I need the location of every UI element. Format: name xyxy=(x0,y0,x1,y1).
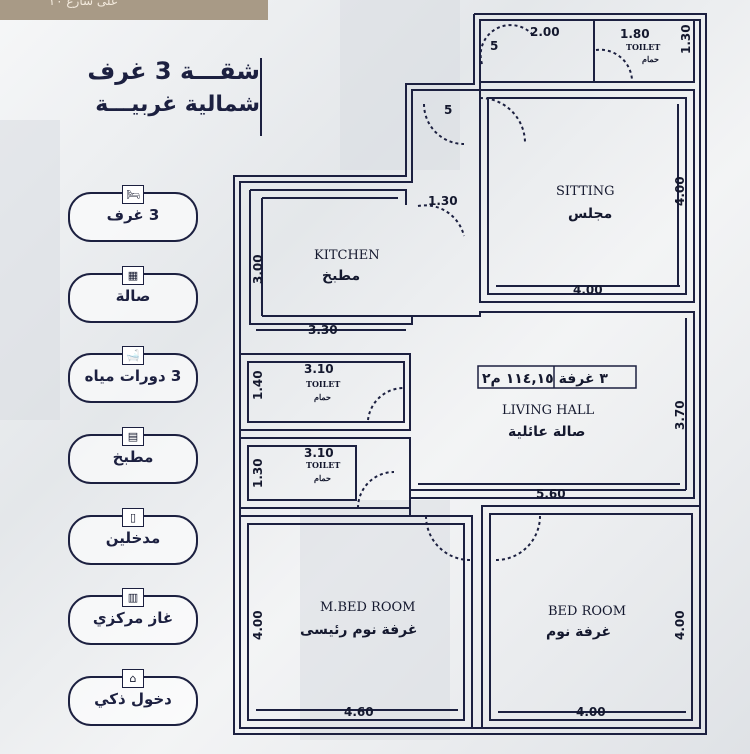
dim-top-corridor: 2.00 xyxy=(530,25,560,39)
living-hall-en: LIVING HALL xyxy=(502,403,595,418)
bathtub-icon: 🛁 xyxy=(122,346,144,365)
top-toilet-walls xyxy=(479,19,695,83)
feature-label: غاز مركزي xyxy=(92,609,174,627)
feature-label: دخول ذكي xyxy=(94,690,172,708)
door-swing xyxy=(417,204,465,237)
master-bedroom-walls xyxy=(239,515,473,729)
gas-cylinder-icon: ▥ xyxy=(122,588,144,607)
dim-bed-width: 4.00 xyxy=(576,705,606,719)
title-line-1: شقـــة 3 غرف xyxy=(87,57,260,85)
title-line-2: شمالية غربيـــة xyxy=(95,92,260,117)
top-tag: على شارع ٢٠ xyxy=(0,0,268,20)
feature-label: 3 دورات مياه xyxy=(84,367,182,385)
feature-bathrooms: 🛁 3 دورات مياه xyxy=(68,346,198,403)
sitting-room-walls xyxy=(479,89,695,303)
feature-label: مدخلين xyxy=(105,529,161,547)
title-divider xyxy=(260,58,262,136)
living-hall-walls xyxy=(409,311,695,516)
mbed-room-ar: غرفة نوم رئيسى xyxy=(300,622,417,638)
feature-label: 3 غرف xyxy=(106,206,160,224)
door-swing xyxy=(595,48,633,81)
dim-kitchen-height: 3.00 xyxy=(251,254,265,284)
door-swing xyxy=(357,471,395,509)
toilet-lower-walls xyxy=(239,437,411,509)
area-tag-box xyxy=(477,365,637,389)
kitchen-en: KITCHEN xyxy=(314,248,380,263)
dim-living-height: 3.70 xyxy=(673,400,687,430)
dim-corridor: 1.30 xyxy=(428,194,458,208)
door-swing xyxy=(423,103,465,145)
bed-icon: 🛏 xyxy=(122,185,144,204)
feature-kitchen: ▤ مطبخ xyxy=(68,427,198,484)
feature-label: مطبخ xyxy=(112,448,154,466)
toilet-mid-ar: حمام xyxy=(314,392,331,403)
door-swing xyxy=(479,97,526,144)
dim-toilet-top-width: 1.80 xyxy=(620,27,650,41)
feature-hall: ▦ صالة xyxy=(68,266,198,323)
bedroom-walls xyxy=(481,505,701,729)
toilet-top-ar: حمام xyxy=(642,54,659,65)
area-tag: ٣ غرفة ١١٤,١٥ م٢ xyxy=(482,371,608,387)
toilet-low-en: TOILET xyxy=(306,460,340,470)
feature-rooms: 🛏 3 غرف xyxy=(68,185,198,242)
kitchen-icon: ▤ xyxy=(122,427,144,446)
dim-mbed-height: 4.00 xyxy=(251,610,265,640)
page-title: شقـــة 3 غرف شمالية غربيـــة xyxy=(30,56,260,120)
dim-living-width: 5.60 xyxy=(536,487,566,501)
door-swing xyxy=(479,24,533,65)
dim-sitting-height: 4.00 xyxy=(673,176,687,206)
toilet-low-ar: حمام xyxy=(314,473,331,484)
sofa-icon: ▦ xyxy=(122,266,144,285)
bed-room-en: BED ROOM xyxy=(548,604,626,619)
mbed-room-en: M.BED ROOM xyxy=(320,600,415,615)
background-building xyxy=(0,120,60,420)
smart-lock-icon: ⌂ xyxy=(122,669,144,688)
dim-mbed-width: 4.60 xyxy=(344,705,374,719)
feature-label: صالة xyxy=(115,287,151,305)
dim-sitting-width: 4.00 xyxy=(573,283,603,297)
dim-toilet-mid-height: 1.40 xyxy=(251,370,265,400)
sitting-room-en: SITTING xyxy=(556,184,615,199)
dim-toilet-mid-width: 3.10 xyxy=(304,362,334,376)
kitchen-walls xyxy=(249,189,413,325)
bed-room-ar: غرفة نوم xyxy=(546,624,611,640)
outer-walls xyxy=(233,13,707,735)
dim-toilet-low-height: 1.30 xyxy=(251,458,265,488)
feature-smart-entry: ⌂ دخول ذكي xyxy=(68,669,198,726)
top-tag-text: على شارع ٢٠ xyxy=(49,0,118,8)
door-mark-entry: 5 xyxy=(444,103,452,117)
door-swing xyxy=(367,386,405,421)
background-building xyxy=(300,500,450,740)
sitting-room-ar: مجلس xyxy=(568,206,612,222)
toilet-mid-en: TOILET xyxy=(306,379,340,389)
toilet-middle-walls xyxy=(239,353,411,431)
feature-entrances: ▯ مدخلين xyxy=(68,508,198,565)
kitchen-ar: مطبخ xyxy=(322,268,360,284)
living-hall-ar: صالة عائلية xyxy=(508,424,585,440)
dim-bed-height: 4.00 xyxy=(673,610,687,640)
feature-gas: ▥ غاز مركزي xyxy=(68,588,198,645)
dim-toilet-top-height: 1.30 xyxy=(679,24,693,54)
door-swing xyxy=(425,515,471,561)
dim-toilet-low-width: 3.10 xyxy=(304,446,334,460)
door-icon: ▯ xyxy=(122,508,144,527)
door-swing xyxy=(495,515,541,561)
dim-kitchen-width: 3.30 xyxy=(308,323,338,337)
door-mark-top: 5 xyxy=(490,39,498,53)
toilet-top-en: TOILET xyxy=(626,42,660,52)
